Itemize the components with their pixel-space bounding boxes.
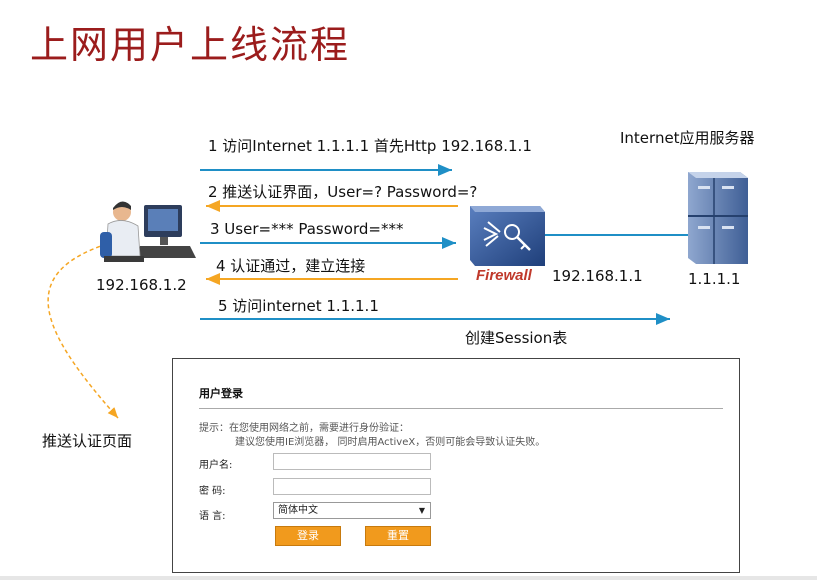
push-page-label: 推送认证页面 <box>42 432 133 450</box>
page-title: 上网用户上线流程 <box>30 23 351 67</box>
server-icon <box>688 172 748 264</box>
step-4-label: 4 认证通过，建立连接 <box>216 257 366 275</box>
login-divider <box>199 408 723 409</box>
reset-button[interactable]: 重置 <box>365 526 431 546</box>
password-label: 密 码: <box>199 486 226 497</box>
firewall-ip: 192.168.1.1 <box>552 267 643 285</box>
language-label: 语 言: <box>199 511 226 522</box>
server-label: Internet应用服务器 <box>620 129 755 147</box>
session-note: 创建Session表 <box>465 329 568 347</box>
client-ip: 192.168.1.2 <box>96 276 187 294</box>
login-button[interactable]: 登录 <box>275 526 341 546</box>
login-hint-line1: 提示：在您使用网络之前，需要进行身份验证： <box>199 423 409 434</box>
login-form: 用户登录 提示：在您使用网络之前，需要进行身份验证： 建议您使用IE浏览器， 同… <box>172 358 740 573</box>
login-hint-line2: 建议您使用IE浏览器， 同时启用ActiveX，否则可能会导致认证失败。 <box>235 437 546 448</box>
push-page-curve <box>47 239 121 419</box>
password-field[interactable] <box>273 478 431 495</box>
step-1-label: 1 访问Internet 1.1.1.1 首先Http 192.168.1.1 <box>208 137 532 155</box>
chevron-down-icon: ▼ <box>418 506 425 515</box>
username-label: 用户名: <box>199 460 233 471</box>
username-field[interactable] <box>273 453 431 470</box>
firewall-icon <box>470 206 545 266</box>
bottom-bar <box>0 576 817 580</box>
language-value: 简体中文 <box>278 505 318 516</box>
server-ip: 1.1.1.1 <box>688 270 741 288</box>
step-3-label: 3 User=*** Password=*** <box>210 220 404 238</box>
login-title: 用户登录 <box>199 387 243 400</box>
step-2-label: 2 推送认证界面，User=? Password=? <box>208 183 478 201</box>
language-select[interactable]: 简体中文 ▼ <box>273 502 431 519</box>
step-5-label: 5 访问internet 1.1.1.1 <box>218 297 379 315</box>
firewall-label: Firewall <box>476 267 532 284</box>
user-computer-icon <box>100 201 196 262</box>
